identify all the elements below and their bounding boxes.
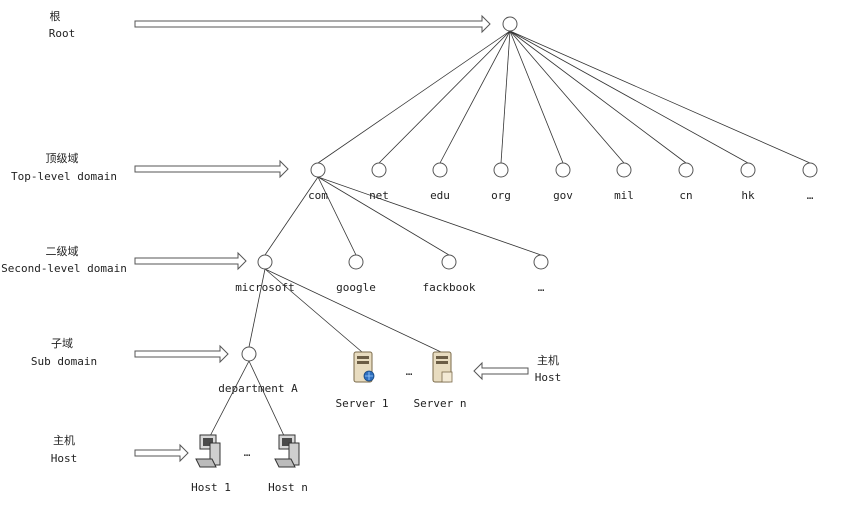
edge-com-sld-2 bbox=[317, 176, 450, 256]
level-server-host-zh: 主机 bbox=[537, 353, 559, 367]
level-host-zh: 主机 bbox=[53, 433, 75, 447]
root-node bbox=[502, 16, 518, 32]
edge-root-tld-5 bbox=[509, 30, 625, 164]
tree-nodes: com net edu org gov mil cn hk … microsoft google fa… bbox=[218, 16, 818, 395]
level-host-en: Host bbox=[51, 452, 78, 465]
edge-root-tld-2 bbox=[439, 30, 511, 164]
sub-label: department A bbox=[218, 382, 298, 395]
tld-label-7: hk bbox=[741, 189, 755, 202]
edge-com-sld-0 bbox=[264, 176, 319, 256]
sld-node-0 bbox=[257, 254, 273, 270]
edge-root-tld-7 bbox=[509, 30, 749, 164]
arrow-sub bbox=[134, 344, 229, 364]
sld-node-1 bbox=[348, 254, 364, 270]
level-sub-en: Sub domain bbox=[31, 355, 97, 368]
tld-label-5: mil bbox=[614, 189, 634, 202]
level-server-host-en: Host bbox=[535, 371, 562, 384]
edge-microsoft-sub bbox=[248, 268, 266, 348]
host-n-icon bbox=[274, 434, 300, 468]
host-n-label: Host n bbox=[268, 481, 308, 494]
host-1-label: Host 1 bbox=[191, 481, 231, 494]
tld-node-2 bbox=[432, 162, 448, 178]
tld-node-0 bbox=[310, 162, 326, 178]
server-1-label: Server 1 bbox=[336, 397, 389, 410]
edge-microsoft-server-1 bbox=[264, 268, 363, 353]
edge-root-tld-6 bbox=[509, 30, 687, 164]
edge-com-sld-3 bbox=[317, 176, 542, 256]
arrow-tld bbox=[134, 159, 289, 179]
edge-root-tld-3 bbox=[500, 30, 511, 164]
host-1-icon bbox=[195, 434, 221, 468]
server-ellipsis: … bbox=[406, 365, 413, 378]
edge-com-sld-1 bbox=[317, 176, 357, 256]
edge-sub-host-1 bbox=[207, 360, 250, 441]
sld-label-0: microsoft bbox=[235, 281, 295, 294]
host-ellipsis: … bbox=[244, 446, 251, 459]
server-1-icon bbox=[353, 351, 375, 383]
level-sld-zh: 二级域 bbox=[46, 245, 79, 258]
level-root-en: Root bbox=[49, 27, 76, 40]
tld-node-4 bbox=[555, 162, 571, 178]
arrow-root bbox=[134, 14, 491, 34]
arrow-host bbox=[134, 443, 189, 463]
sld-label-3: … bbox=[538, 281, 545, 294]
edge-root-tld-4 bbox=[509, 30, 564, 164]
edge-root-tld-0 bbox=[317, 30, 511, 164]
tld-label-6: cn bbox=[679, 189, 692, 202]
arrow-sld bbox=[134, 251, 247, 271]
sld-node-3 bbox=[533, 254, 549, 270]
level-label-sub: 子域 Sub domain bbox=[31, 337, 97, 368]
tld-node-1 bbox=[371, 162, 387, 178]
tld-node-5 bbox=[616, 162, 632, 178]
arrow-server-host bbox=[473, 361, 529, 381]
tld-node-8 bbox=[802, 162, 818, 178]
sld-label-1: google bbox=[336, 281, 376, 294]
tld-node-6 bbox=[678, 162, 694, 178]
tld-label-1: net bbox=[369, 189, 389, 202]
level-sub-zh: 子域 bbox=[51, 337, 73, 350]
tld-label-3: org bbox=[491, 189, 511, 202]
tld-label-2: edu bbox=[430, 189, 450, 202]
level-label-tld: 顶级域 Top-level domain bbox=[11, 152, 117, 183]
tld-label-4: gov bbox=[553, 189, 573, 202]
edge-sub-host-n bbox=[248, 360, 287, 441]
level-label-server-host: 主机 Host bbox=[535, 353, 562, 384]
level-label-sld: 二级域 Second-level domain bbox=[1, 245, 127, 275]
edge-root-tld-8 bbox=[509, 30, 811, 164]
server-n-icon bbox=[432, 351, 453, 383]
server-n-label: Server n bbox=[414, 397, 467, 410]
edge-microsoft-server-n bbox=[264, 268, 442, 353]
level-label-host: 主机 Host bbox=[51, 433, 78, 465]
sub-node bbox=[241, 346, 257, 362]
tld-node-7 bbox=[740, 162, 756, 178]
edge-root-tld-1 bbox=[378, 30, 511, 164]
level-label-root: 根 Root bbox=[49, 9, 76, 40]
level-tld-en: Top-level domain bbox=[11, 170, 117, 183]
level-sld-en: Second-level domain bbox=[1, 262, 127, 275]
level-root-zh: 根 bbox=[50, 9, 61, 23]
level-tld-zh: 顶级域 bbox=[46, 152, 79, 165]
tld-node-3 bbox=[493, 162, 509, 178]
tld-label-0: com bbox=[308, 189, 328, 202]
tree-edges bbox=[207, 30, 811, 441]
sld-node-2 bbox=[441, 254, 457, 270]
tld-label-8: … bbox=[807, 189, 814, 202]
sld-label-2: fackbook bbox=[423, 281, 476, 294]
